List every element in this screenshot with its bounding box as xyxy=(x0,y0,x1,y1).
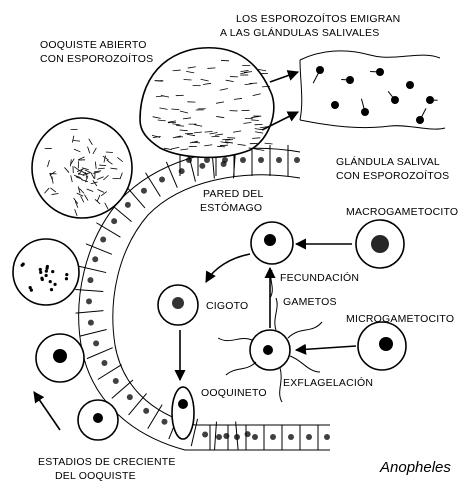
label-zygote: CIGOTO xyxy=(206,300,248,312)
label-macrogametocyte: MACROGAMETOCITO xyxy=(346,206,458,218)
label-salivary-gland-1: GLÁNDULA SALIVAL xyxy=(336,155,440,168)
label-open-oocyst-2: CON ESPOROZOÍTOS xyxy=(40,52,153,65)
fertilized-macrogamete xyxy=(251,222,293,264)
label-gametes: GAMETOS xyxy=(283,296,337,308)
arrow-to-glands xyxy=(270,72,298,82)
diagram-title: Anopheles xyxy=(379,459,451,476)
ookinete-cell xyxy=(172,387,194,439)
arrow-growth xyxy=(34,392,60,430)
oocyst-growth-stage-3 xyxy=(78,400,118,440)
label-growth-stages-2: DEL OOQUISTE xyxy=(55,470,136,482)
label-open-oocyst-1: OOQUISTE ABIERTO xyxy=(40,39,147,51)
oocyst-growth-stage-1 xyxy=(13,239,79,305)
label-ookinete: OOQUINETO xyxy=(201,387,267,399)
open-oocyst xyxy=(140,48,274,158)
label-exflagellation: EXFLAGELACIÓN xyxy=(283,376,373,389)
arrow-fert-to-zygote xyxy=(206,254,250,282)
label-sporozoites-migrate-1: LOS ESPOROZOÍTOS EMIGRAN xyxy=(236,12,400,25)
oocyst-large-sporozoites xyxy=(32,118,132,218)
zygote-cell xyxy=(158,285,198,325)
label-stomach-wall-2: ESTÓMAGO xyxy=(200,201,262,214)
label-salivary-gland-2: CON ESPOROZOÍTOS xyxy=(336,169,449,182)
label-microgametocyte: MICROGAMETOCITO xyxy=(346,313,454,325)
macrogametocyte-cell xyxy=(356,220,404,268)
label-sporozoites-migrate-2: A LAS GLÁNDULAS SALIVALES xyxy=(220,26,379,39)
salivary-gland xyxy=(300,51,445,129)
oocyst-growth-stage-2 xyxy=(36,334,84,382)
label-fertilization: FECUNDACIÓN xyxy=(280,271,359,284)
arrow-micro-to-exflag xyxy=(296,346,356,350)
microgametocyte-cell xyxy=(358,322,406,370)
label-stomach-wall-1: PARED DEL xyxy=(203,188,264,200)
label-growth-stages-1: ESTADIOS DE CRECIENTE xyxy=(38,456,176,468)
